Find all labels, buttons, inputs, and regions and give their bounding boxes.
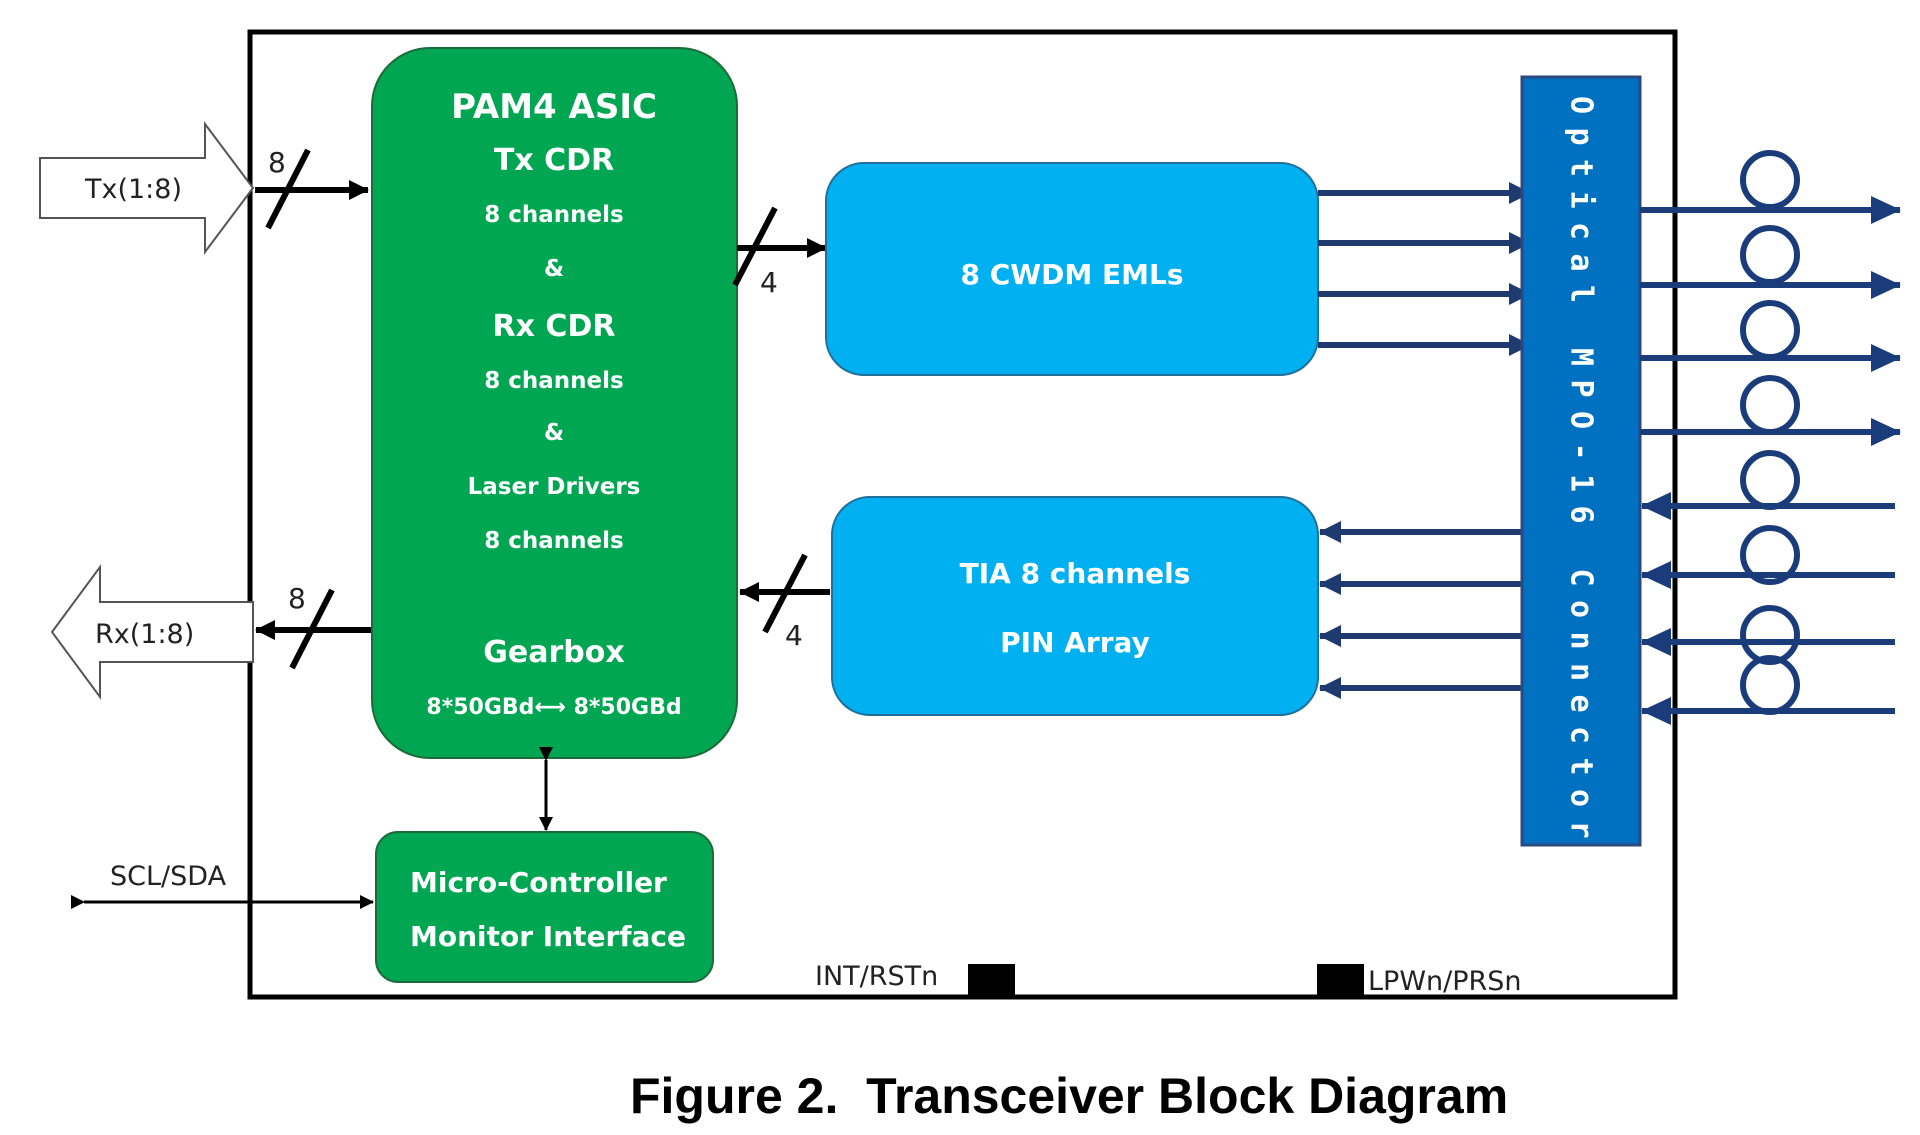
asic-tx-channels: 8 channels: [484, 202, 623, 228]
asic-gearbox: Gearbox: [483, 635, 624, 670]
fiber-loop-4: [1740, 375, 1800, 435]
rx-output-arrow: [50, 563, 254, 701]
fiber-loop-3: [1740, 300, 1800, 360]
connector-label-char: c: [1564, 726, 1599, 744]
fiber-loop-2: [1740, 225, 1800, 285]
connector-label-char: C: [1564, 568, 1599, 586]
connector-label-char: o: [1564, 600, 1599, 618]
connector-label-char: t: [1564, 159, 1599, 177]
connector-label-char: r: [1564, 820, 1599, 838]
fiber-loop-1: [1740, 150, 1800, 210]
connector-label-char: 1: [1564, 474, 1599, 492]
connector-label-char: e: [1564, 694, 1599, 712]
asic-laser-drivers: Laser Drivers: [468, 474, 641, 500]
asic-amp-1: &: [544, 256, 564, 282]
mpo-16-connector: [1520, 75, 1642, 847]
tia-line-2: PIN Array: [1000, 626, 1150, 659]
eml-to-connector-arrows: [1318, 182, 1531, 356]
eml-bus-slash: [732, 206, 778, 287]
int-rstn-pin: [968, 964, 1015, 996]
module-outline: [247, 29, 1678, 1000]
asic-gearbox-rate: 8*50GBd⟷ 8*50GBd: [426, 695, 681, 720]
connector-label-char: n: [1564, 663, 1599, 681]
lpwn-prsn-pin: [1317, 964, 1364, 996]
rx-bus-slash: [289, 588, 335, 670]
tia-line-1: TIA 8 channels: [960, 557, 1191, 590]
tia-pin-block: [831, 496, 1319, 716]
asic-amp-2: &: [544, 420, 564, 446]
mcu-line-1: Micro-Controller: [410, 866, 667, 899]
eml-bus-width: 4: [760, 266, 778, 299]
fiber-tx-arrows: [1640, 196, 1901, 446]
lpwn-prsn-label: LPWn/PRSn: [1368, 966, 1522, 997]
asic-title: PAM4 ASIC: [451, 87, 657, 127]
rx-bus-width: 8: [288, 582, 306, 615]
tx-bus-width: 8: [268, 146, 286, 179]
connector-label-char: c: [1564, 222, 1599, 240]
int-rstn-label: INT/RSTn: [815, 961, 938, 992]
figure-caption: Figure 2. Transceiver Block Diagram: [630, 1068, 1508, 1124]
fiber-loop-5: [1740, 450, 1800, 510]
tx-input-arrow: [39, 121, 255, 255]
tia-bus-slash: [762, 553, 808, 634]
eml-label: 8 CWDM EMLs: [960, 258, 1183, 291]
connector-label-char: P: [1564, 379, 1599, 397]
fiber-loop-6: [1740, 525, 1800, 585]
rx-output-label: Rx(1:8): [95, 619, 194, 650]
connector-label-char: -: [1564, 442, 1599, 460]
tx-input-label: Tx(1:8): [84, 174, 182, 205]
connector-label-char: a: [1564, 253, 1599, 271]
connector-label-char: i: [1564, 190, 1599, 208]
scl-sda-label: SCL/SDA: [110, 861, 227, 892]
micro-controller-block: [375, 831, 714, 983]
connector-label-char: p: [1564, 127, 1599, 145]
connector-label-char: t: [1564, 757, 1599, 775]
connector-label-char: 6: [1564, 505, 1599, 523]
connector-label-char: n: [1564, 631, 1599, 649]
asic-rx-cdr: Rx CDR: [493, 309, 616, 344]
asic-rx-channels: 8 channels: [484, 368, 623, 394]
connector-label-char: O: [1564, 411, 1599, 429]
asic-tx-cdr: Tx CDR: [494, 143, 614, 178]
connector-to-tia-arrows: [1319, 521, 1522, 699]
connector-label-char: O: [1564, 96, 1599, 114]
fiber-loop-8: [1740, 655, 1800, 715]
connector-label-char: M: [1564, 348, 1599, 366]
pam4-asic-block: [371, 47, 738, 759]
fiber-rx-arrows: [1641, 492, 1895, 725]
tx-bus-slash: [265, 148, 311, 230]
asic-laser-channels: 8 channels: [484, 528, 623, 554]
connector-label-char: o: [1564, 789, 1599, 807]
mcu-line-2: Monitor Interface: [410, 920, 686, 953]
connector-label-char: l: [1564, 285, 1599, 303]
tia-bus-width: 4: [785, 619, 803, 652]
fiber-loop-7: [1740, 605, 1800, 665]
cwdm-eml-block: [825, 162, 1319, 376]
